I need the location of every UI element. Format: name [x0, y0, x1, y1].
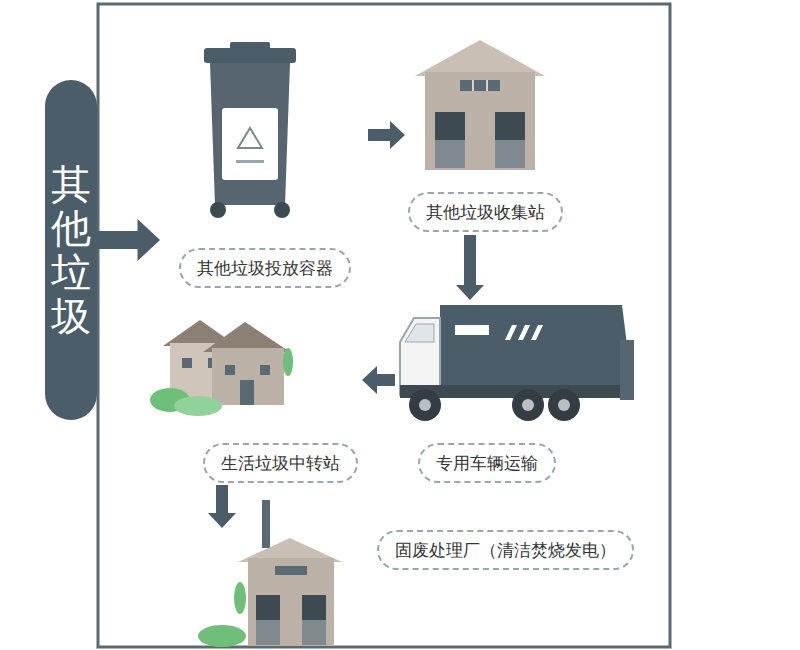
flow-arrow — [456, 235, 484, 300]
category-tab: 其他垃圾 — [45, 80, 97, 420]
panel-frame — [98, 4, 670, 647]
transfer-station — [150, 320, 293, 416]
flow-arrow — [97, 219, 160, 261]
process-step: 专用车辆运输 — [395, 300, 650, 485]
flow-arrow — [208, 485, 236, 528]
garbage-truck — [400, 305, 634, 421]
process-step: 其他垃圾投放容器 — [160, 40, 368, 292]
process-step: 固废处理厂（清洁焚烧发电） — [195, 528, 645, 648]
step-label: 其他垃圾收集站 — [408, 192, 563, 232]
flow-arrow — [362, 366, 395, 394]
category-label: 其他垃圾 — [51, 162, 91, 338]
step-label: 其他垃圾投放容器 — [179, 248, 351, 288]
flow-arrow — [368, 121, 405, 149]
step-label: 专用车辆运输 — [418, 443, 556, 483]
step-label: 生活垃圾中转站 — [203, 443, 358, 483]
collection-station — [415, 40, 545, 170]
process-step: 生活垃圾中转站 — [150, 315, 362, 485]
garbage-bin — [204, 42, 296, 218]
process-step: 其他垃圾收集站 — [405, 36, 570, 235]
step-label: 固废处理厂（清洁焚烧发电） — [377, 530, 634, 570]
